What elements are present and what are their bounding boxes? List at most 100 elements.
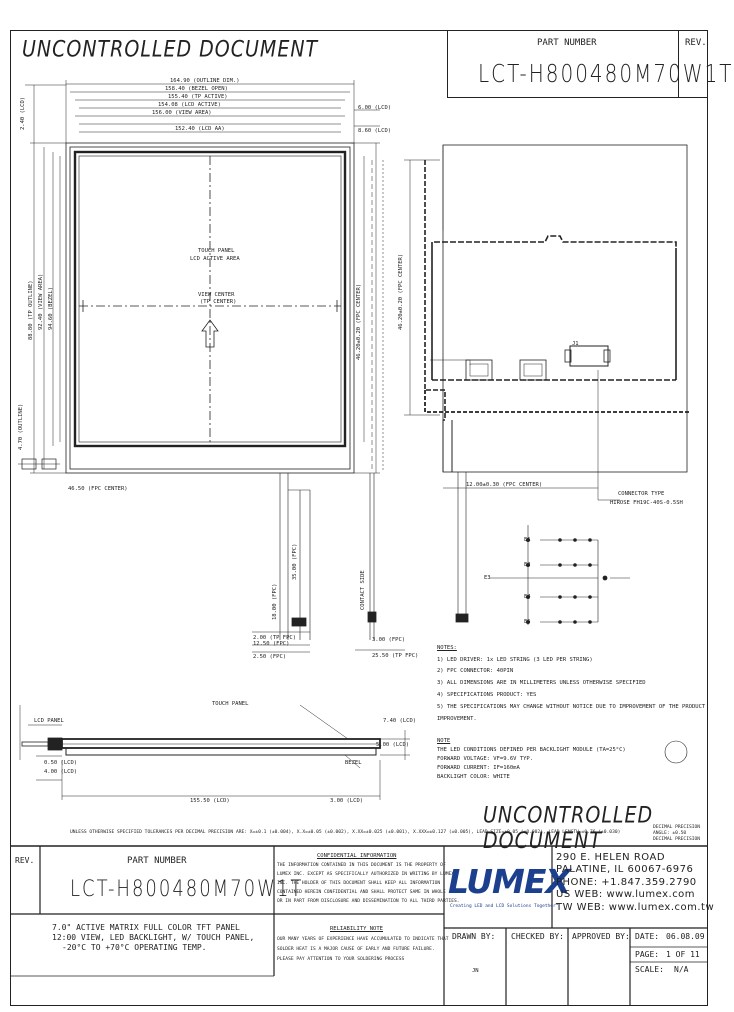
address-2: PALATINE, IL 60067-6976: [556, 864, 694, 875]
lumex-logo-text: LUMEX: [448, 862, 571, 901]
page-label: PAGE:: [635, 950, 660, 959]
reliability-1: OUR MANY YEARS OF EXPERIENCE HAVE ACCUMU…: [277, 937, 449, 942]
dim-outline: 164.90 (OUTLINE DIM.): [170, 78, 240, 84]
label-touch-panel: TOUCH PANEL: [198, 248, 235, 254]
note-6: IMPROVEMENT.: [437, 716, 477, 722]
note-1: 1) LED DRIVER: 1x LED STRING (3 LED PER …: [437, 657, 593, 663]
led-note-3: FORWARD CURRENT: IF=160mA: [437, 765, 520, 771]
description-3: -20°C TO +70°C OPERATING TEMP.: [62, 943, 207, 952]
contact-side-label: CONTACT SIDE: [360, 570, 366, 610]
rev-box: [678, 30, 708, 98]
note-4: 4) SPECIFICATIONS PRODUCT: YES: [437, 692, 537, 698]
bottom-dim-4: 155.50 (LCD): [190, 798, 230, 804]
bottom-dim-3: 0.50 (LCD): [44, 760, 78, 766]
tb-part-number: LCT-H800480M70W1T: [70, 876, 304, 903]
dim-left-tp: 88.80 (TP OUTLINE): [28, 280, 34, 340]
dim-lcd-active: 154.08 (LCD ACTIVE): [158, 102, 221, 108]
dim-left-bezel: 94.60 (BEZEL): [48, 286, 54, 330]
side-vertical-dim: 46.20±0.20 (FPC CENTER): [398, 253, 404, 330]
pin-e3: E3: [484, 575, 491, 581]
tail-dim-7: 25.50 (TP FPC): [372, 653, 419, 659]
fpc-center-label: 46.50 (FPC CENTER): [68, 486, 128, 492]
bottom-dim-2: 5.00 (LCD): [376, 742, 410, 748]
tolerance-right-2: ANGLE: ±0.50: [653, 831, 687, 836]
led-note-2: FORWARD VOLTAGE: VF=9.6V TYP.: [437, 756, 534, 762]
tail-dim-3: 2.00 (TP FPC): [253, 635, 297, 641]
confidential-3: INC. THE HOLDER OF THIS DOCUMENT SHALL K…: [277, 881, 441, 886]
note-5: 5) THE SPECIFICATIONS MAY CHANGE WITHOUT…: [437, 704, 706, 710]
dim-right-2: 8.60 (LCD): [358, 128, 392, 134]
confidential-title: CONFIDENTIAL INFORMATION: [317, 853, 397, 859]
reliability-2: SOLDER HEAT IS A MAJOR CAUSE OF EARLY AN…: [277, 947, 435, 952]
tail-dim-4: 12.50 (FPC): [253, 641, 290, 647]
led-note-title: NOTE: [437, 738, 451, 744]
tolerance-line: UNLESS OTHERWISE SPECIFIED TOLERANCES PE…: [70, 830, 621, 835]
bottom-touch-panel: TOUCH PANEL: [212, 701, 249, 707]
part-number-label: PART NUMBER: [537, 38, 597, 48]
confidential-1: THE INFORMATION CONTAINED IN THIS DOCUME…: [277, 863, 446, 868]
tb-rev-label: REV.: [15, 856, 35, 865]
dim-left-view: 92.40 (VIEW AREA): [38, 273, 44, 330]
description-2: 12:00 VIEW, LED BACKLIGHT, W/ TOUCH PANE…: [52, 933, 255, 942]
dim-lcd-aa: 152.40 (LCD AA): [175, 126, 225, 132]
part-number-box: [447, 30, 679, 98]
bottom-dim-5: 3.00 (LCD): [330, 798, 364, 804]
pin-e1: E1: [524, 537, 531, 543]
address-us-web: US WEB: www.lumex.com: [556, 889, 696, 900]
lumex-tagline: Creating LED and LCD Solutions Together™: [450, 904, 559, 909]
bottom-dim-1: 7.40 (LCD): [383, 718, 417, 724]
notes-title: NOTES:: [437, 645, 457, 651]
connector-type-label: CONNECTOR TYPE: [618, 491, 665, 497]
dim-vertical-center: 46.20±0.20 (FPC CENTER): [356, 283, 362, 360]
tb-part-number-label: PART NUMBER: [127, 856, 187, 866]
bottom-bezel-label: BEZEL: [345, 760, 362, 766]
watermark-bottom: UNCONTROLLED DOCUMENT: [483, 803, 654, 854]
tail-dim-1: 18.00 (FPC): [272, 583, 278, 620]
tail-dim-6: 3.00 (FPC): [372, 637, 406, 643]
label-tp-center: (TP CENTER): [200, 299, 237, 305]
description-1: 7.0" ACTIVE MATRIX FULL COLOR TFT PANEL: [52, 923, 240, 932]
confidential-2: LUMEX INC. EXCEPT AS SPECIFICALLY AUTHOR…: [277, 872, 455, 877]
address-tw-web: TW WEB: www.lumex.com.tw: [556, 902, 715, 913]
dim-left-lcd: 2.40 (LCD): [20, 96, 26, 130]
watermark-top: UNCONTROLLED DOCUMENT: [22, 37, 319, 63]
side-fpc-dim: 12.00±0.30 (FPC CENTER): [466, 482, 543, 488]
bottom-lcd-label: LCD PANEL: [34, 718, 64, 724]
scale-value: N/A: [674, 965, 689, 974]
checked-by-label: CHECKED BY:: [511, 932, 564, 941]
reliability-3: PLEASE PAY ATTENTION TO YOUR SOLDERING P…: [277, 957, 405, 962]
led-note-4: BACKLIGHT COLOR: WHITE: [437, 774, 510, 780]
lumex-logo: LUMEX: [445, 858, 571, 904]
reliability-title: RELIABILITY NOTE: [330, 926, 383, 932]
tail-dim-2: 35.00 (FPC): [292, 543, 298, 580]
drawing-sheet: [10, 30, 708, 1006]
module-outline: [65, 142, 355, 474]
label-lcd-active-area: LCD ACTIVE AREA: [190, 256, 240, 262]
address-1: 290 E. HELEN ROAD: [556, 852, 666, 863]
rev-label: REV.: [685, 38, 707, 48]
address-phone: PHONE: +1.847.359.2790: [556, 877, 697, 888]
active-area-frame: [73, 150, 347, 448]
note-3: 3) ALL DIMENSIONS ARE IN MILLIMETERS UNL…: [437, 680, 646, 686]
led-note-1: THE LED CONDITIONS DEFINED PER BACKLIGHT…: [437, 747, 626, 753]
pin-e5: E5: [524, 619, 531, 625]
confidential-5: OR IN PART FROM DISCLOSURE AND DISSEMINA…: [277, 899, 460, 904]
page-value: 1 OF 11: [666, 950, 700, 959]
bottom-dim-6: 4.00 (LCD): [44, 769, 78, 775]
label-view-center: VIEW CENTER: [198, 292, 235, 298]
note-2: 2) FPC CONNECTOR: 40PIN: [437, 668, 514, 674]
part-number-value: LCT-H800480M70W1T: [478, 58, 734, 88]
dim-right-1: 6.00 (LCD): [358, 105, 392, 111]
confidential-4: CONTAINED HEREIN CONFIDENTIAL AND SHALL …: [277, 890, 446, 895]
scale-label: SCALE:: [635, 965, 664, 974]
tolerance-right-3: DECIMAL PRECISION: [653, 837, 701, 842]
pin-e2: E2: [524, 562, 531, 568]
connector-part: HIROSE FH19C-40S-0.5SH: [610, 500, 683, 506]
pin-e4: E4: [524, 594, 531, 600]
dim-tp-active: 155.40 (TP ACTIVE): [168, 94, 228, 100]
dim-bezel: 158.40 (BEZEL OPEN): [165, 86, 228, 92]
drawn-by-value: JN: [472, 968, 479, 974]
tail-dim-5: 2.50 (FPC): [253, 654, 287, 660]
tolerance-right-1: DECIMAL PRECISION: [653, 825, 701, 830]
